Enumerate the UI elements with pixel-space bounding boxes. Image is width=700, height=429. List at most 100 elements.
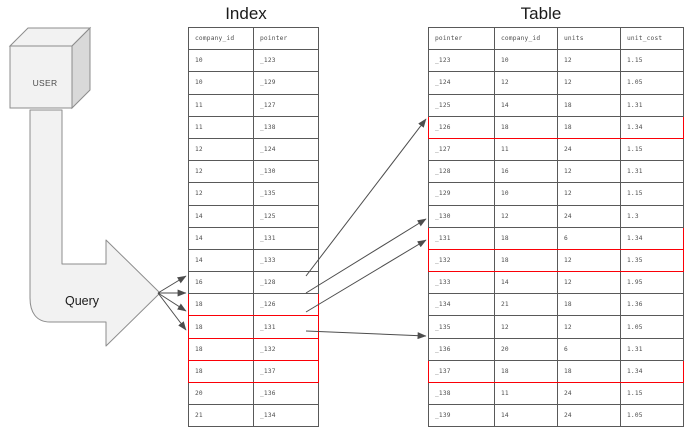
main-table-header-cell: units: [557, 26, 621, 51]
main-table-cell-pointer: _132: [428, 248, 495, 273]
main-table-header-cell: pointer: [428, 26, 495, 51]
main-table-cell-unit_cost: 1.31: [620, 160, 684, 184]
index-table-row: 20_136: [188, 381, 319, 406]
main-table-cell-pointer: _136: [428, 337, 495, 361]
index-table-cell-pointer: _136: [253, 381, 319, 406]
user-label: USER: [32, 78, 58, 88]
main-table-cell-company_id: 12: [494, 71, 558, 95]
main-table-cell-company_id: 16: [494, 160, 558, 184]
index-table-cell-pointer: _134: [253, 404, 319, 428]
main-table-cell-company_id: 18: [494, 226, 558, 250]
main-table-cell-pointer: _123: [428, 49, 495, 73]
user-cube-icon: [8, 26, 92, 110]
main-table-cell-pointer: _127: [428, 137, 495, 162]
main-table-cell-unit_cost: 1.15: [620, 137, 684, 162]
index-table-row: 12_135: [188, 182, 319, 206]
query-fan-arrows: [157, 275, 187, 331]
index-table-header-cell: pointer: [253, 26, 319, 51]
main-table-cell-company_id: 14: [494, 93, 558, 117]
main-table-cell-unit_cost: 1.05: [620, 315, 684, 339]
main-table-cell-company_id: 10: [494, 49, 558, 73]
main-table-cell-pointer: _125: [428, 93, 495, 117]
index-table-cell-pointer: _130: [253, 160, 319, 184]
index-table-cell-company_id: 14: [188, 226, 254, 250]
main-table-cell-pointer: _124: [428, 71, 495, 95]
main-table-cell-unit_cost: 1.34: [620, 359, 684, 384]
main-table-cell-units: 18: [557, 115, 621, 139]
main-table-cell-company_id: 11: [494, 137, 558, 162]
index-table-cell-pointer: _129: [253, 71, 319, 95]
index-table-row: 10_129: [188, 71, 319, 95]
index-table-cell-company_id: 18: [188, 337, 254, 361]
main-table-cell-company_id: 18: [494, 359, 558, 384]
index-table-cell-pointer: _131: [253, 315, 319, 339]
main-table-cell-company_id: 12: [494, 315, 558, 339]
index-table-row: 10_123: [188, 49, 319, 73]
index-title: Index: [225, 4, 267, 23]
main-table-cell-pointer: _137: [428, 359, 495, 384]
index-table-cell-pointer: _138: [253, 115, 319, 139]
index-table-cell-pointer: _123: [253, 49, 319, 73]
index-table-cell-company_id: 10: [188, 49, 254, 73]
main-table-cell-units: 24: [557, 381, 621, 406]
index-table-cell-company_id: 14: [188, 248, 254, 273]
main-table-cell-unit_cost: 1.05: [620, 404, 684, 428]
main-table-cell-unit_cost: 1.34: [620, 226, 684, 250]
index-table-cell-pointer: _131: [253, 226, 319, 250]
index-table-cell-pointer: _133: [253, 248, 319, 273]
index-table-cell-pointer: _137: [253, 359, 319, 384]
main-table-cell-units: 12: [557, 271, 621, 295]
index-table-row: 18_131: [188, 315, 319, 339]
main-table-cell-units: 12: [557, 49, 621, 73]
index-table-cell-pointer: _125: [253, 204, 319, 228]
main-table-cell-pointer: _138: [428, 381, 495, 406]
main-table-cell-units: 18: [557, 359, 621, 384]
main-table-cell-unit_cost: 1.3: [620, 204, 684, 228]
main-table-cell-units: 12: [557, 182, 621, 206]
index-table-cell-company_id: 12: [188, 160, 254, 184]
main-table-header-cell: unit_cost: [620, 26, 684, 51]
main-table-cell-unit_cost: 1.34: [620, 115, 684, 139]
index-table-cell-company_id: 18: [188, 315, 254, 339]
main-table-cell-company_id: 14: [494, 404, 558, 428]
table-title: Table: [520, 4, 562, 23]
main-table-cell-units: 12: [557, 71, 621, 95]
index-table-header-cell: company_id: [188, 26, 254, 51]
main-table-cell-unit_cost: 1.15: [620, 381, 684, 406]
index-table-row: 18_132: [188, 337, 319, 361]
query-block-arrow: [29, 109, 161, 347]
main-table-cell-units: 24: [557, 404, 621, 428]
main-table-cell-pointer: _133: [428, 271, 495, 295]
index-table-row: 21_134: [188, 404, 319, 428]
main-table-cell-company_id: 12: [494, 204, 558, 228]
index-table-cell-pointer: _132: [253, 337, 319, 361]
index-table-row: 12_124: [188, 137, 319, 162]
main-table-cell-unit_cost: 1.15: [620, 182, 684, 206]
index-table-cell-company_id: 11: [188, 93, 254, 117]
main-table-cell-unit_cost: 1.31: [620, 93, 684, 117]
main-table-cell-pointer: _135: [428, 315, 495, 339]
main-table-cell-company_id: 11: [494, 381, 558, 406]
index-to-table-arrows: [305, 118, 427, 340]
main-table-cell-units: 12: [557, 248, 621, 273]
main-table-cell-company_id: 18: [494, 115, 558, 139]
index-table-row: 14_125: [188, 204, 319, 228]
main-table-cell-pointer: _139: [428, 404, 495, 428]
index-table-cell-company_id: 11: [188, 115, 254, 139]
index-table-row: 18_126: [188, 293, 319, 317]
